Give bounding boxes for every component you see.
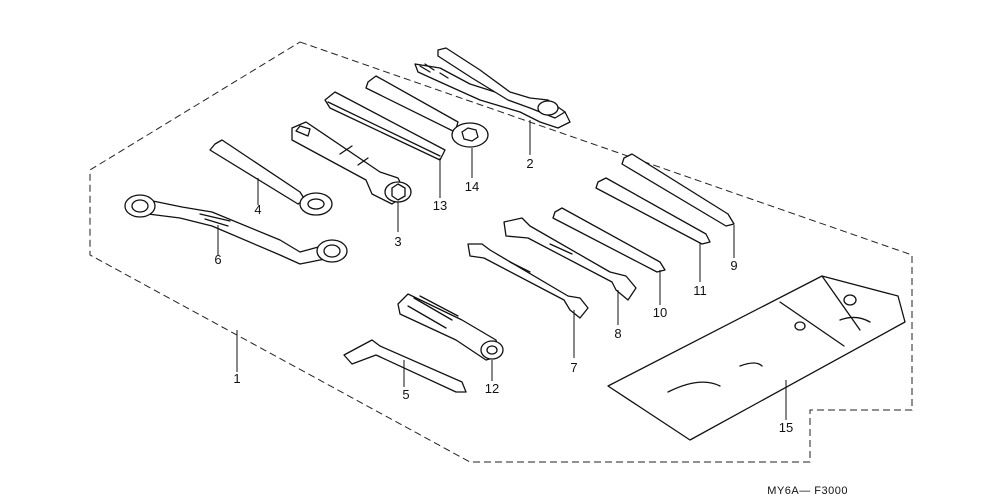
callout-3: 3: [394, 234, 401, 249]
callout-7: 7: [570, 360, 577, 375]
screwdriver-handle: [397, 293, 504, 361]
callout-8: 8: [614, 326, 621, 341]
pin-spanner: [365, 75, 489, 148]
drawing-code: MY6A— F3000: [767, 485, 848, 497]
open-end-wrench-medium: [503, 217, 637, 301]
tool-bag: [607, 275, 906, 441]
callout-10: 10: [653, 305, 667, 320]
callout-6: 6: [214, 252, 221, 267]
screwdriver-flat: [621, 153, 735, 227]
leader-lines: [217, 120, 787, 420]
callout-15: 15: [779, 420, 793, 435]
callout-2: 2: [526, 156, 533, 171]
tool-set-boundary: [89, 41, 913, 463]
plug-wrench: [291, 121, 412, 205]
callout-14: 14: [465, 179, 479, 194]
screwdriver-long: [595, 177, 711, 245]
hex-key: [343, 339, 467, 393]
callout-4: 4: [254, 202, 261, 217]
callout-labels: 1 2 3 4 5 6 7 8 9 10 11 12 13 14 15: [214, 156, 793, 435]
screwdriver-phillips: [552, 207, 666, 273]
box-end-wrench: [124, 194, 348, 265]
open-end-wrench: [209, 139, 333, 216]
open-end-wrench-small: [467, 243, 589, 319]
callout-12: 12: [485, 381, 499, 396]
callout-13: 13: [433, 198, 447, 213]
callout-5: 5: [402, 387, 409, 402]
callout-9: 9: [730, 258, 737, 273]
callout-11: 11: [693, 283, 707, 298]
pliers: [414, 47, 571, 129]
callout-1: 1: [233, 371, 240, 386]
extension-bar: [324, 91, 446, 161]
